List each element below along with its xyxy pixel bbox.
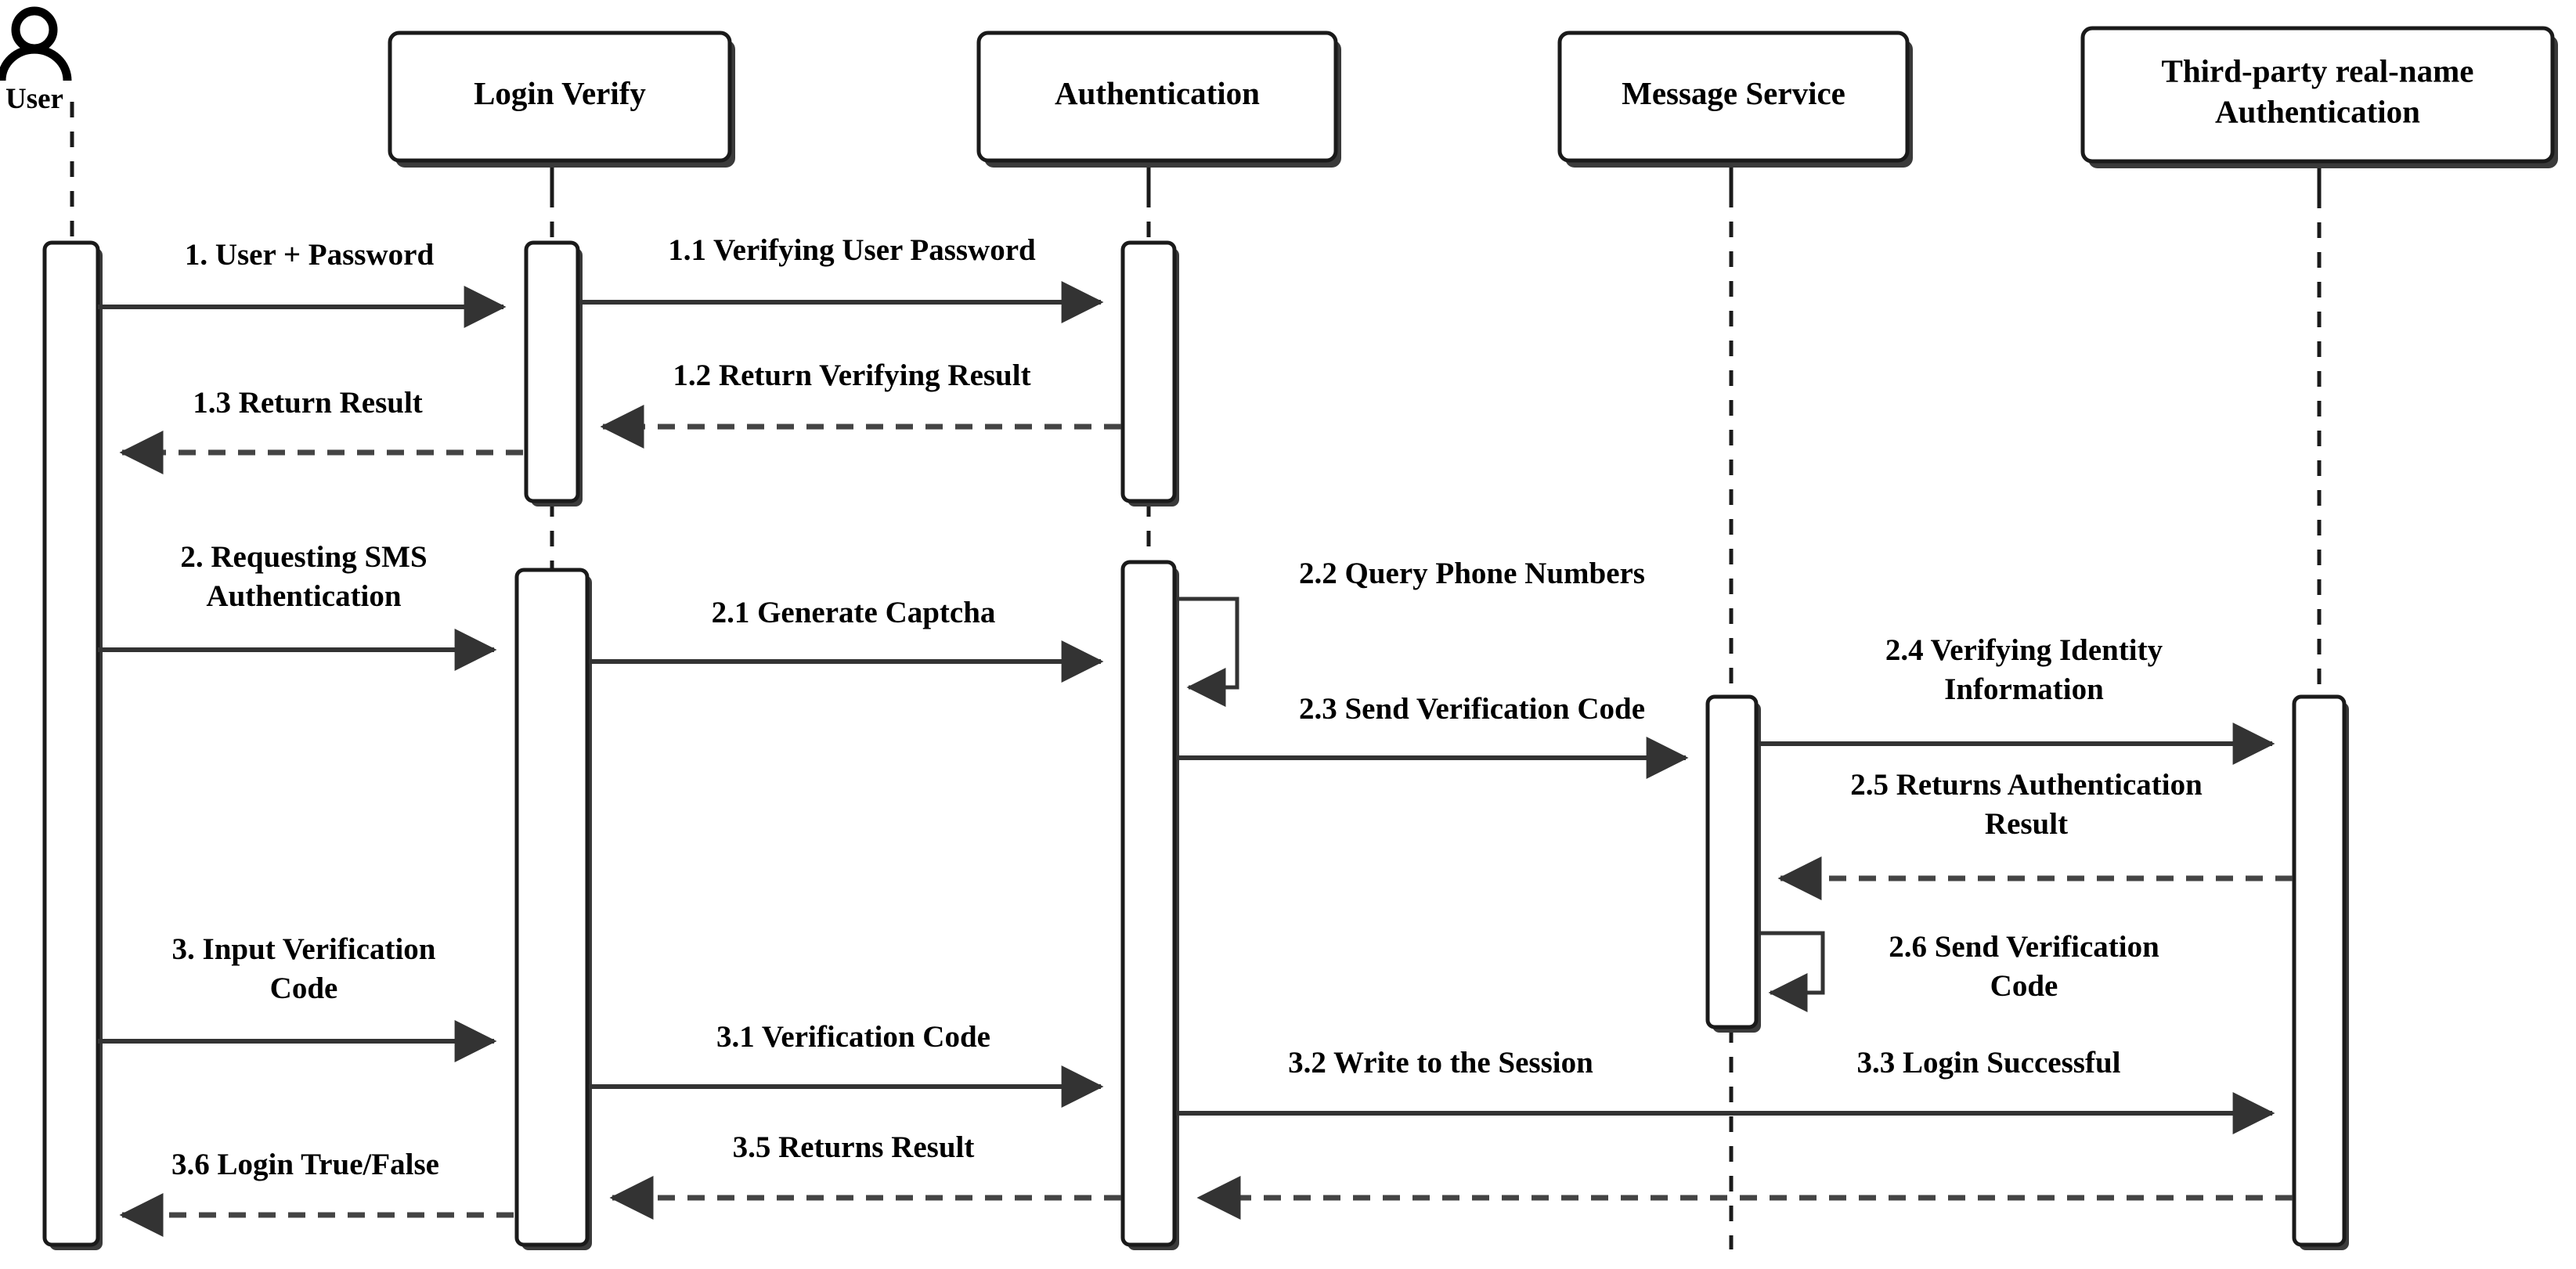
participant-box-login-verify[interactable] xyxy=(388,31,732,163)
participant-authentication[interactable]: Authentication xyxy=(976,31,1341,168)
participant-label-user: User xyxy=(5,83,63,115)
activation-bar-act-auth-2 xyxy=(1120,560,1177,1247)
activation-bar-act-msg-1 xyxy=(1705,694,1759,1029)
message-label-m2: 2. Requesting SMS xyxy=(180,540,427,574)
message-label-m2_6: Code xyxy=(1990,969,2058,1003)
message-label-m3_6: 3.6 Login True/False xyxy=(171,1148,439,1181)
message-label-m2_3: 2.3 Send Verification Code xyxy=(1299,692,1645,726)
activation-bars-layer xyxy=(42,240,2349,1250)
message-selfloop-m2_2 xyxy=(1176,597,1239,707)
activation-bar xyxy=(1120,240,1179,507)
message-label-m3_5: 3.5 Returns Result xyxy=(733,1130,975,1164)
message-label-m3: 3. Input Verification xyxy=(172,932,436,966)
actor-person-icon-body xyxy=(0,45,72,81)
activation-bar xyxy=(524,240,583,507)
message-selfloop-m2_6 xyxy=(1758,931,1825,1012)
activation-bar xyxy=(2292,694,2349,1250)
message-label-m3_3: 3.3 Login Successful xyxy=(1857,1046,2121,1080)
activation-bar-act-user xyxy=(42,240,100,1247)
participant-label-login-verify: Login Verify xyxy=(474,75,646,111)
activation-bar-act-login-2 xyxy=(514,568,590,1247)
participant-box-authentication[interactable] xyxy=(976,31,1338,163)
activation-bar xyxy=(1120,560,1179,1250)
message-label-m2_6: 2.6 Send Verification xyxy=(1889,930,2159,964)
activation-bar-act-login-1 xyxy=(524,240,580,503)
message-label-m2_2: 2.2 Query Phone Numbers xyxy=(1299,557,1645,590)
message-label-m1: 1. User + Password xyxy=(185,238,435,272)
participant-box-message-service[interactable] xyxy=(1557,31,1910,163)
message-label-m2: Authentication xyxy=(206,579,401,613)
participant-login-verify[interactable]: Login Verify xyxy=(388,31,735,168)
activation-bar xyxy=(1705,694,1761,1033)
message-label-m3: Code xyxy=(270,972,338,1005)
participant-label-message-service: Message Service xyxy=(1622,75,1845,111)
message-label-m3_2: 3.2 Write to the Session xyxy=(1288,1046,1593,1080)
message-label-m2_1: 2.1 Generate Captcha xyxy=(712,596,996,629)
participant-label-third-party: Third-party real-name xyxy=(2162,52,2474,88)
message-label-m3_1: 3.1 Verification Code xyxy=(716,1020,990,1054)
activation-bar-act-auth-1 xyxy=(1120,240,1177,503)
participant-box-third-party[interactable] xyxy=(2080,26,2555,164)
message-label-m2_5: Result xyxy=(1985,807,2068,841)
message-labels-layer: 1. User + Password 1.1 Verifying User Pas… xyxy=(171,233,2203,1181)
participant-message-service[interactable]: Message Service xyxy=(1557,31,1913,168)
message-label-m1_2: 1.2 Return Verifying Result xyxy=(673,359,1030,392)
participant-user[interactable]: User xyxy=(0,6,72,115)
participant-label-third-party: Authentication xyxy=(2215,93,2420,129)
activation-bar-act-third-1 xyxy=(2292,694,2347,1247)
message-label-m2_5: 2.5 Returns Authentication xyxy=(1850,768,2203,802)
message-label-m1_3: 1.3 Return Result xyxy=(193,386,423,420)
activation-bar xyxy=(42,240,103,1250)
activation-bar xyxy=(514,568,592,1250)
messages-layer xyxy=(98,281,2293,1237)
message-label-m1_1: 1.1 Verifying User Password xyxy=(668,233,1036,267)
message-label-m2_4: Information xyxy=(1944,672,2104,706)
actor-person-icon-head xyxy=(11,6,58,53)
message-label-m2_4: 2.4 Verifying Identity xyxy=(1885,633,2163,667)
participant-label-authentication: Authentication xyxy=(1055,75,1260,111)
